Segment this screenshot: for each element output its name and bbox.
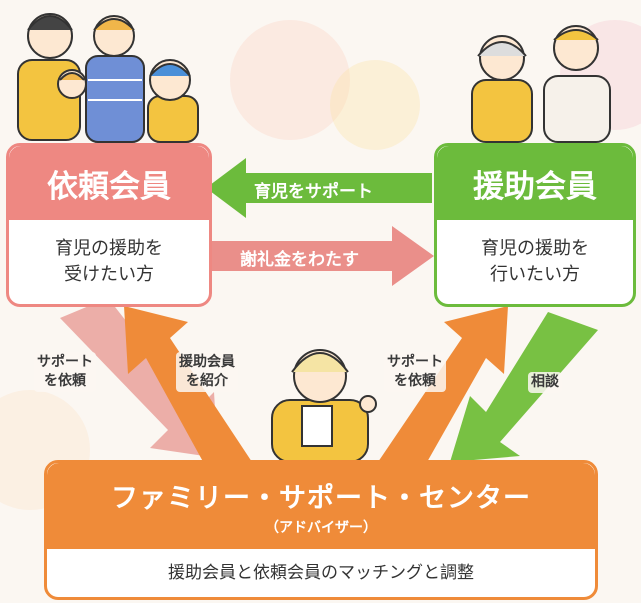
background-blob	[230, 20, 350, 140]
center-subtitle: （アドバイザー）	[265, 519, 377, 536]
arrow-requester-to-helper	[210, 226, 434, 286]
label-childcare-support: 育児をサポート	[254, 182, 373, 202]
helper-member-body: 育児の援助を 行いたい方	[437, 220, 633, 304]
center-header: ファミリー・サポート・センター （アドバイザー）	[47, 463, 595, 549]
family-illustration	[17, 13, 199, 143]
requester-description-line1: 育児の援助を	[55, 237, 163, 259]
advisor-illustration	[271, 349, 377, 463]
background-blob	[330, 60, 420, 150]
label-request-support-right: サポート を依頼	[384, 352, 446, 392]
label-request-support-left: サポート を依頼	[34, 352, 96, 392]
requester-description-line2: 受けたい方	[64, 264, 154, 285]
arrow-helper-to-center	[450, 312, 598, 462]
family-support-center-box: ファミリー・サポート・センター （アドバイザー） 援助会員と依頼会員のマッチング…	[44, 460, 598, 600]
label-introduce-helper-line2: を紹介	[186, 372, 228, 389]
label-pay-reward: 謝礼金をわたす	[240, 250, 359, 270]
label-request-support-right-line2: を依頼	[394, 372, 436, 389]
requester-member-title: 依頼会員	[47, 168, 171, 205]
grandparents-illustration	[471, 25, 611, 143]
center-body: 援助会員と依頼会員のマッチングと調整	[47, 549, 595, 597]
arrow-center-to-helper	[378, 306, 508, 478]
helper-member-header: 援助会員	[437, 146, 633, 220]
helper-description-line1: 育児の援助を	[481, 237, 589, 259]
label-request-support-right-line1: サポート	[387, 354, 443, 370]
arrow-helper-to-requester	[206, 158, 432, 218]
helper-description-line2: 行いたい方	[490, 264, 580, 285]
helper-member-title: 援助会員	[473, 168, 597, 205]
arrow-center-to-requester	[124, 306, 252, 478]
helper-member-box: 援助会員 育児の援助を 行いたい方	[434, 143, 636, 307]
center-description: 援助会員と依頼会員のマッチングと調整	[168, 562, 474, 583]
label-introduce-helper-line1: 援助会員	[179, 354, 235, 370]
label-request-support-left-line2: を依頼	[44, 372, 86, 389]
label-introduce-helper: 援助会員 を紹介	[176, 352, 238, 392]
label-consultation: 相談	[528, 372, 562, 393]
requester-member-header: 依頼会員	[9, 146, 209, 220]
requester-member-box: 依頼会員 育児の援助を 受けたい方	[6, 143, 212, 307]
arrow-requester-to-center	[60, 298, 218, 458]
requester-member-body: 育児の援助を 受けたい方	[9, 220, 209, 304]
label-request-support-left-line1: サポート	[37, 354, 93, 370]
center-title: ファミリー・サポート・センター	[111, 482, 531, 514]
